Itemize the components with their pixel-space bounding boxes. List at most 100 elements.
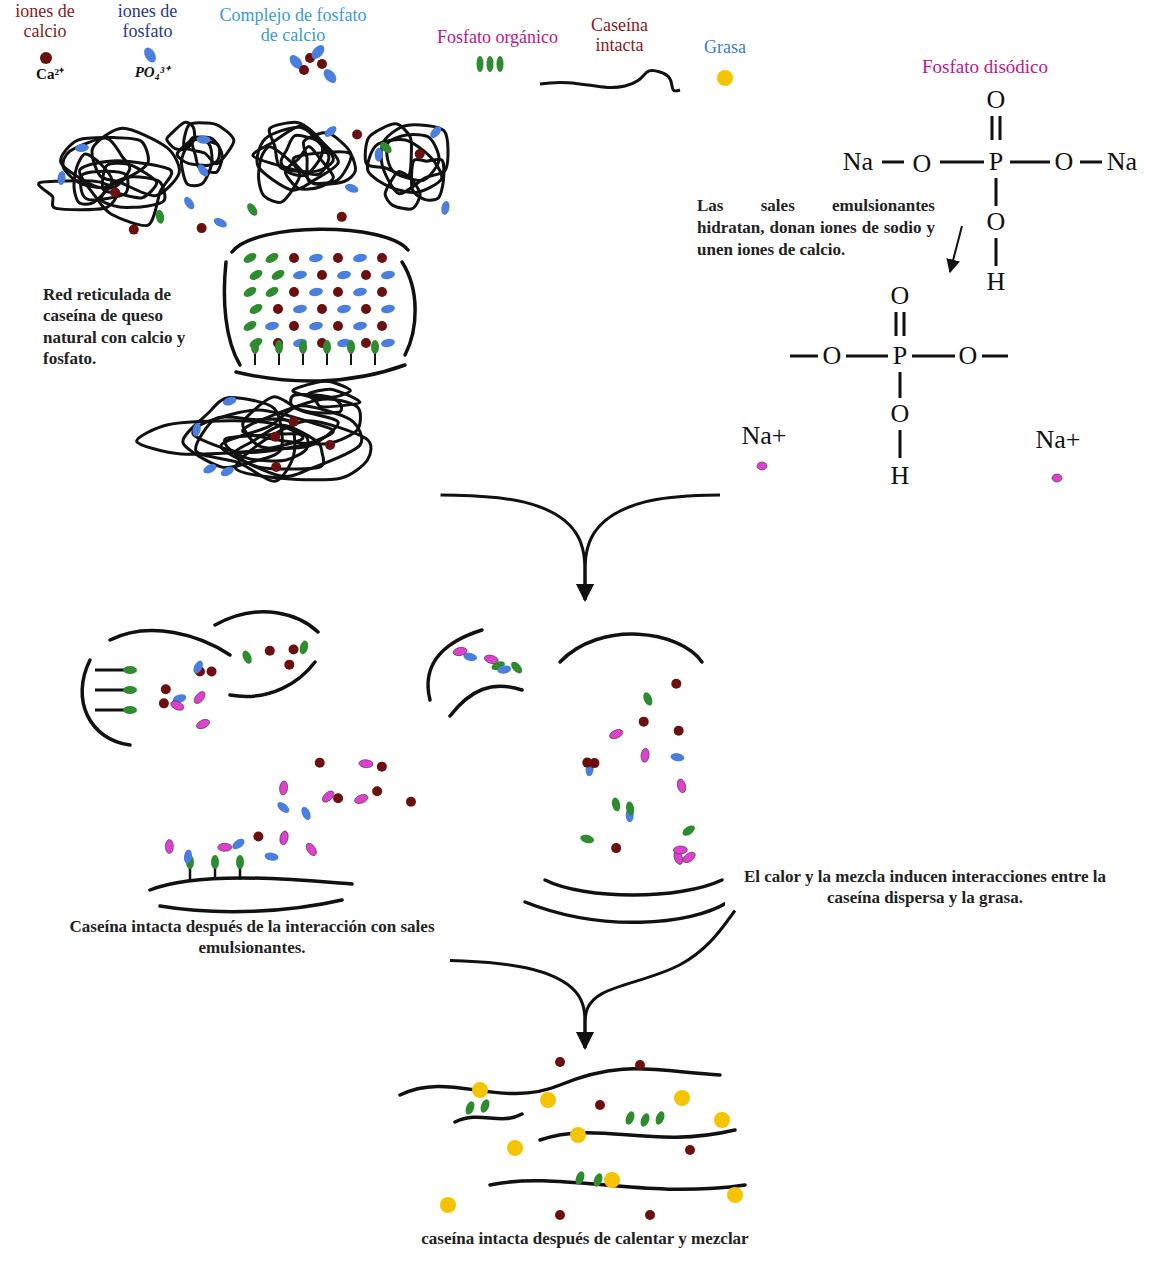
ion-dot [676, 778, 687, 793]
atom-symbol: Na+ [742, 423, 787, 449]
ion-dot [165, 839, 173, 853]
ion-dot [270, 268, 286, 282]
ion-dot [242, 319, 258, 333]
ion-dot [654, 1110, 666, 1126]
ion-dot [325, 440, 335, 450]
ion-dot [555, 1057, 565, 1067]
ion-dot [155, 209, 165, 224]
stage-region: El calor y la mezcla inducen interaccion… [725, 862, 1125, 911]
ion-dot [110, 188, 120, 198]
caption-text: Red reticulada de caseína de queso natur… [43, 284, 221, 369]
ion-dot [207, 666, 217, 676]
casein-strand [303, 133, 351, 184]
ion-dot [195, 717, 211, 730]
ion-dot [191, 659, 205, 675]
ion-dot [308, 287, 323, 297]
ion-dot [159, 698, 169, 708]
ion-dot [359, 759, 374, 768]
ion-dot [540, 1092, 556, 1108]
ion-dot [336, 270, 351, 280]
ion-dot [211, 855, 219, 869]
ion-dot [264, 852, 279, 862]
legend-text: iones de fosfato [100, 2, 195, 42]
ion-dot [264, 285, 280, 299]
ion-symbol: PO₄³⁺ [135, 65, 170, 80]
legend-swatch [717, 70, 733, 86]
ion-dot [374, 148, 383, 162]
ion-dot [624, 1110, 636, 1126]
ion-dot [289, 417, 299, 427]
ion-dot [279, 830, 290, 845]
caption-text: caseína intacta después de calentar y me… [380, 1229, 790, 1249]
ion-dot [440, 1197, 456, 1213]
ion-dot [315, 758, 325, 768]
ion-dot [673, 846, 687, 854]
ion-dot [509, 660, 524, 676]
ion-dot [671, 679, 681, 689]
stage-region: Caseína intacta después de la interacció… [40, 600, 740, 961]
ion-dot [608, 728, 624, 741]
ion-dot [169, 699, 185, 712]
ion-dot [230, 837, 246, 852]
ion-dot [289, 287, 299, 297]
flow-arrow [585, 911, 735, 1049]
ion-dot [289, 645, 299, 655]
casein-strand [224, 434, 308, 461]
organic-phosphate-sample [477, 56, 504, 72]
caption-text: Las sales emulsionantes hidratan, donan … [697, 195, 935, 261]
ion-dot [611, 797, 622, 812]
ion-dot [507, 1140, 523, 1156]
atom-symbol: H [987, 269, 1006, 295]
ion-dot [428, 124, 443, 140]
ion-dot [275, 800, 291, 815]
ion-dot [197, 223, 207, 233]
ion-dot [192, 690, 207, 706]
ion-dot [670, 752, 685, 762]
ion-dot [265, 646, 275, 656]
legend-text: iones de calcio [0, 2, 90, 42]
stage-region: caseína intacta después de calentar y me… [380, 1048, 790, 1275]
ion-dot [241, 649, 254, 665]
ion-dot [352, 287, 367, 297]
ion-dot [361, 338, 371, 348]
ion-dot [611, 843, 621, 853]
atom-symbol: Na+ [1036, 427, 1081, 453]
sodium-ion [757, 462, 767, 470]
ion-dot [497, 664, 512, 675]
ion-dot [353, 793, 369, 806]
casein-strand [308, 389, 360, 407]
ion-dot [727, 1187, 743, 1203]
ion-dot [642, 691, 655, 707]
ion-dot [196, 162, 211, 178]
ion-dot [253, 831, 263, 841]
ion-dot [284, 660, 294, 670]
atom-symbol: O [959, 343, 978, 369]
ion-dot [123, 686, 137, 694]
phosphate-stem [95, 669, 124, 672]
ion-dot [245, 201, 259, 217]
ion-dot [289, 321, 299, 331]
ion-dot [352, 130, 362, 140]
ion-dot [292, 270, 307, 280]
flow-arrow [450, 961, 585, 1049]
ion-dot [251, 340, 259, 354]
casein-strand [184, 123, 234, 164]
ion-dot [304, 841, 318, 857]
atom-symbol: O [1055, 149, 1074, 175]
ion-dot [212, 216, 228, 229]
ion-dot [570, 1127, 586, 1143]
atom-symbol: Na [843, 149, 873, 175]
ion-dot [372, 786, 382, 796]
ion-dot [57, 171, 67, 186]
casein-strand [411, 159, 443, 200]
ion-dot [75, 143, 90, 152]
atom-symbol: H [891, 463, 910, 489]
ion-dot [279, 781, 288, 796]
complex-sample [287, 43, 339, 86]
ion-dot [347, 340, 355, 354]
caption-text: El calor y la mezcla inducen interaccion… [725, 866, 1125, 909]
ion-dot [635, 1060, 645, 1070]
ion-dot [371, 340, 379, 354]
